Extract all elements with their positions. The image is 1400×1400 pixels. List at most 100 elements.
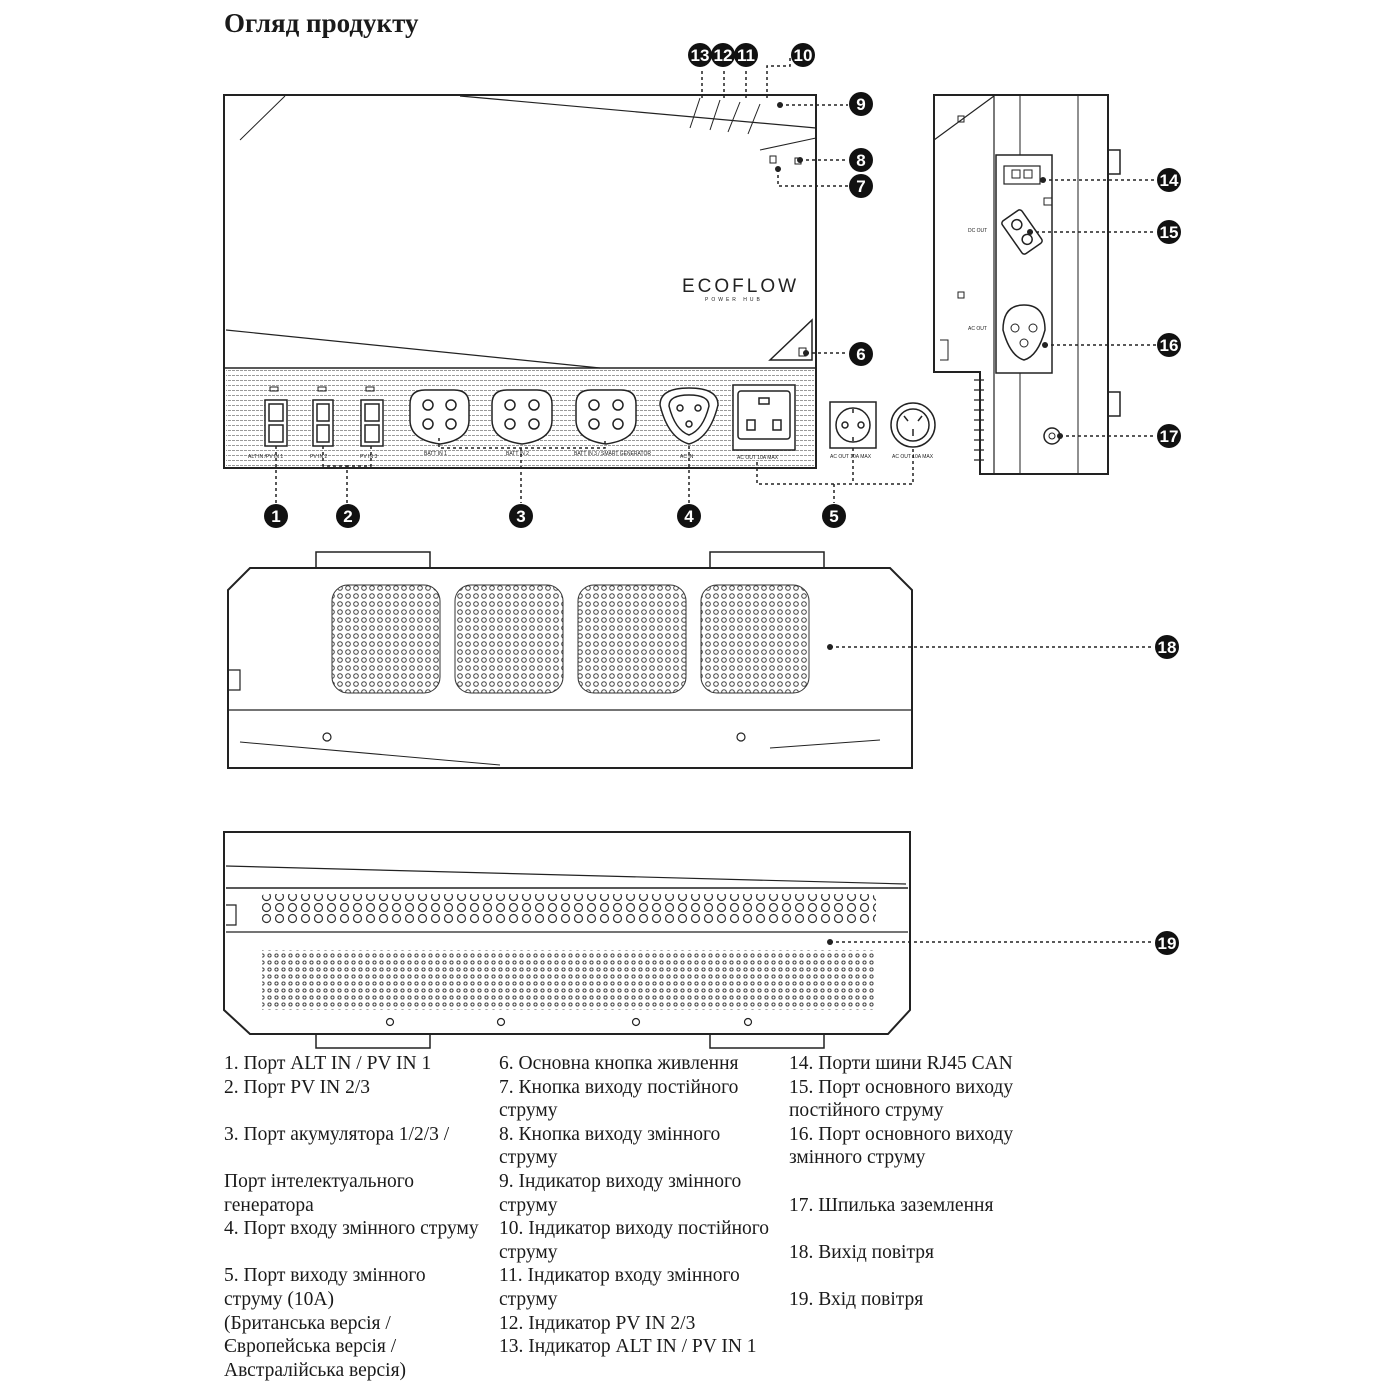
svg-text:AC IN: AC IN [680,454,694,460]
callout-16: 16 [1157,333,1181,357]
svg-text:PV IN 3: PV IN 3 [360,454,377,460]
ecoflow-logo: ECOFLOW POWER HUB [682,276,799,303]
top-view [227,551,913,769]
callout-10: 10 [791,43,815,67]
legend-item: 13. Індикатор ALT IN / PV IN 1 [499,1336,757,1358]
legend-item: Порт інтелектуального [224,1170,415,1192]
svg-text:7: 7 [856,177,865,196]
legend-item: 16. Порт основного виходу [789,1123,1014,1145]
callout-18: 18 [1155,635,1179,659]
side-view [933,94,1121,475]
svg-text:5: 5 [829,507,838,526]
svg-text:6: 6 [856,345,865,364]
legend-spacer [789,1217,1013,1241]
port-battery-2 [491,389,553,445]
svg-text:16: 16 [1160,336,1179,355]
svg-text:19: 19 [1158,934,1177,953]
callout-15: 15 [1157,220,1181,244]
leader-lines [275,55,1156,943]
legend-item: 9. Індикатор виходу змінного [499,1170,742,1192]
callout-14: 14 [1157,168,1181,192]
legend-spacer [224,1099,479,1123]
port-pv-in-3 [360,386,384,447]
port-ac-out-uk [732,384,796,451]
callout-4: 4 [677,504,701,528]
callout-3: 3 [509,504,533,528]
legend-spacer [789,1170,1013,1194]
legend-item: генератора [224,1194,314,1216]
legend-item: 7. Кнопка виходу постійного [499,1076,739,1098]
legend-item: постійного струму [789,1100,944,1122]
legend-col-1: 1. Порт ALT IN / PV IN 1 2. Порт PV IN 2… [224,1052,479,1382]
legend-item: струму [499,1194,558,1216]
callout-1: 1 [264,504,288,528]
legend-item: змінного струму [789,1147,926,1169]
legend-item: струму [499,1241,558,1263]
svg-text:15: 15 [1160,223,1179,242]
callout-5: 5 [822,504,846,528]
legend-item: Європейська версія / [224,1336,397,1358]
legend-item: 1. Порт ALT IN / PV IN 1 [224,1053,432,1074]
svg-text:ECOFLOW: ECOFLOW [682,276,799,297]
port-ac-in [659,387,719,445]
callout-6: 6 [849,342,873,366]
legend-item: струму [499,1147,558,1169]
leader-dots [775,102,1063,945]
legend-spacer [224,1241,479,1265]
callout-7: 7 [849,174,873,198]
svg-text:3: 3 [516,507,525,526]
legend-item: 12. Індикатор PV IN 2/3 [499,1312,696,1334]
legend-item: (Британська версія / [224,1312,391,1334]
legend-item: 8. Кнопка виходу змінного [499,1123,721,1145]
callout-2: 2 [336,504,360,528]
callout-19: 19 [1155,931,1179,955]
svg-text:1: 1 [271,507,280,526]
callout-13: 13 [688,43,712,67]
air-inlet-grilles [260,894,876,1010]
svg-text:BATT IN 3 / SMART GENERATOR: BATT IN 3 / SMART GENERATOR [574,451,651,457]
legend-item: 10. Індикатор виходу постійного [499,1218,770,1240]
svg-text:12: 12 [714,46,733,65]
port-ac-out-au [890,402,936,448]
svg-text:ALT IN /PV IN 1: ALT IN /PV IN 1 [248,454,283,460]
legend-item: 18. Вихід повітря [789,1241,934,1263]
svg-text:11: 11 [737,46,755,65]
legend-spacer [789,1264,1013,1288]
bottom-view [223,831,911,1049]
port-battery-3-smart-generator [575,389,637,445]
legend-item: 2. Порт PV IN 2/3 [224,1076,371,1098]
callout-9: 9 [849,92,873,116]
svg-text:18: 18 [1158,638,1177,657]
svg-text:AC OUT 10A MAX: AC OUT 10A MAX [737,455,779,461]
legend-item: 17. Шпилька заземлення [789,1194,994,1216]
svg-text:10: 10 [794,46,813,65]
legend-item: 19. Вхід повітря [789,1288,924,1310]
legend-item: струму (10А) [224,1288,334,1310]
svg-text:13: 13 [691,46,710,65]
svg-text:4: 4 [684,507,694,526]
svg-text:DC OUT: DC OUT [968,228,987,234]
legend-item: струму [499,1100,558,1122]
legend-col-3: 14. Порти шини RJ45 CAN 15. Порт основно… [789,1052,1013,1312]
svg-text:BATT IN 1: BATT IN 1 [424,451,447,457]
air-outlet-grilles [331,584,810,694]
legend-item: 15. Порт основного виходу [789,1076,1014,1098]
legend-spacer [224,1146,479,1170]
page-title: Огляд продукту [224,8,419,38]
svg-text:AC OUT: AC OUT [968,326,987,332]
legend-item: Австралійська версія) [224,1359,407,1381]
port-battery-1 [409,389,470,445]
svg-text:POWER HUB: POWER HUB [705,297,763,303]
legend-item: струму [499,1288,558,1310]
svg-text:17: 17 [1160,427,1179,446]
svg-text:PV IN 2: PV IN 2 [310,454,327,460]
port-ac-out-eu [829,401,877,449]
svg-text:8: 8 [856,151,865,170]
callout-11: 11 [734,43,758,67]
callout-17: 17 [1157,424,1181,448]
svg-text:AC OUT 10A MAX: AC OUT 10A MAX [830,454,872,460]
legend-item: 5. Порт виходу змінного [224,1265,426,1287]
svg-text:9: 9 [856,95,865,114]
